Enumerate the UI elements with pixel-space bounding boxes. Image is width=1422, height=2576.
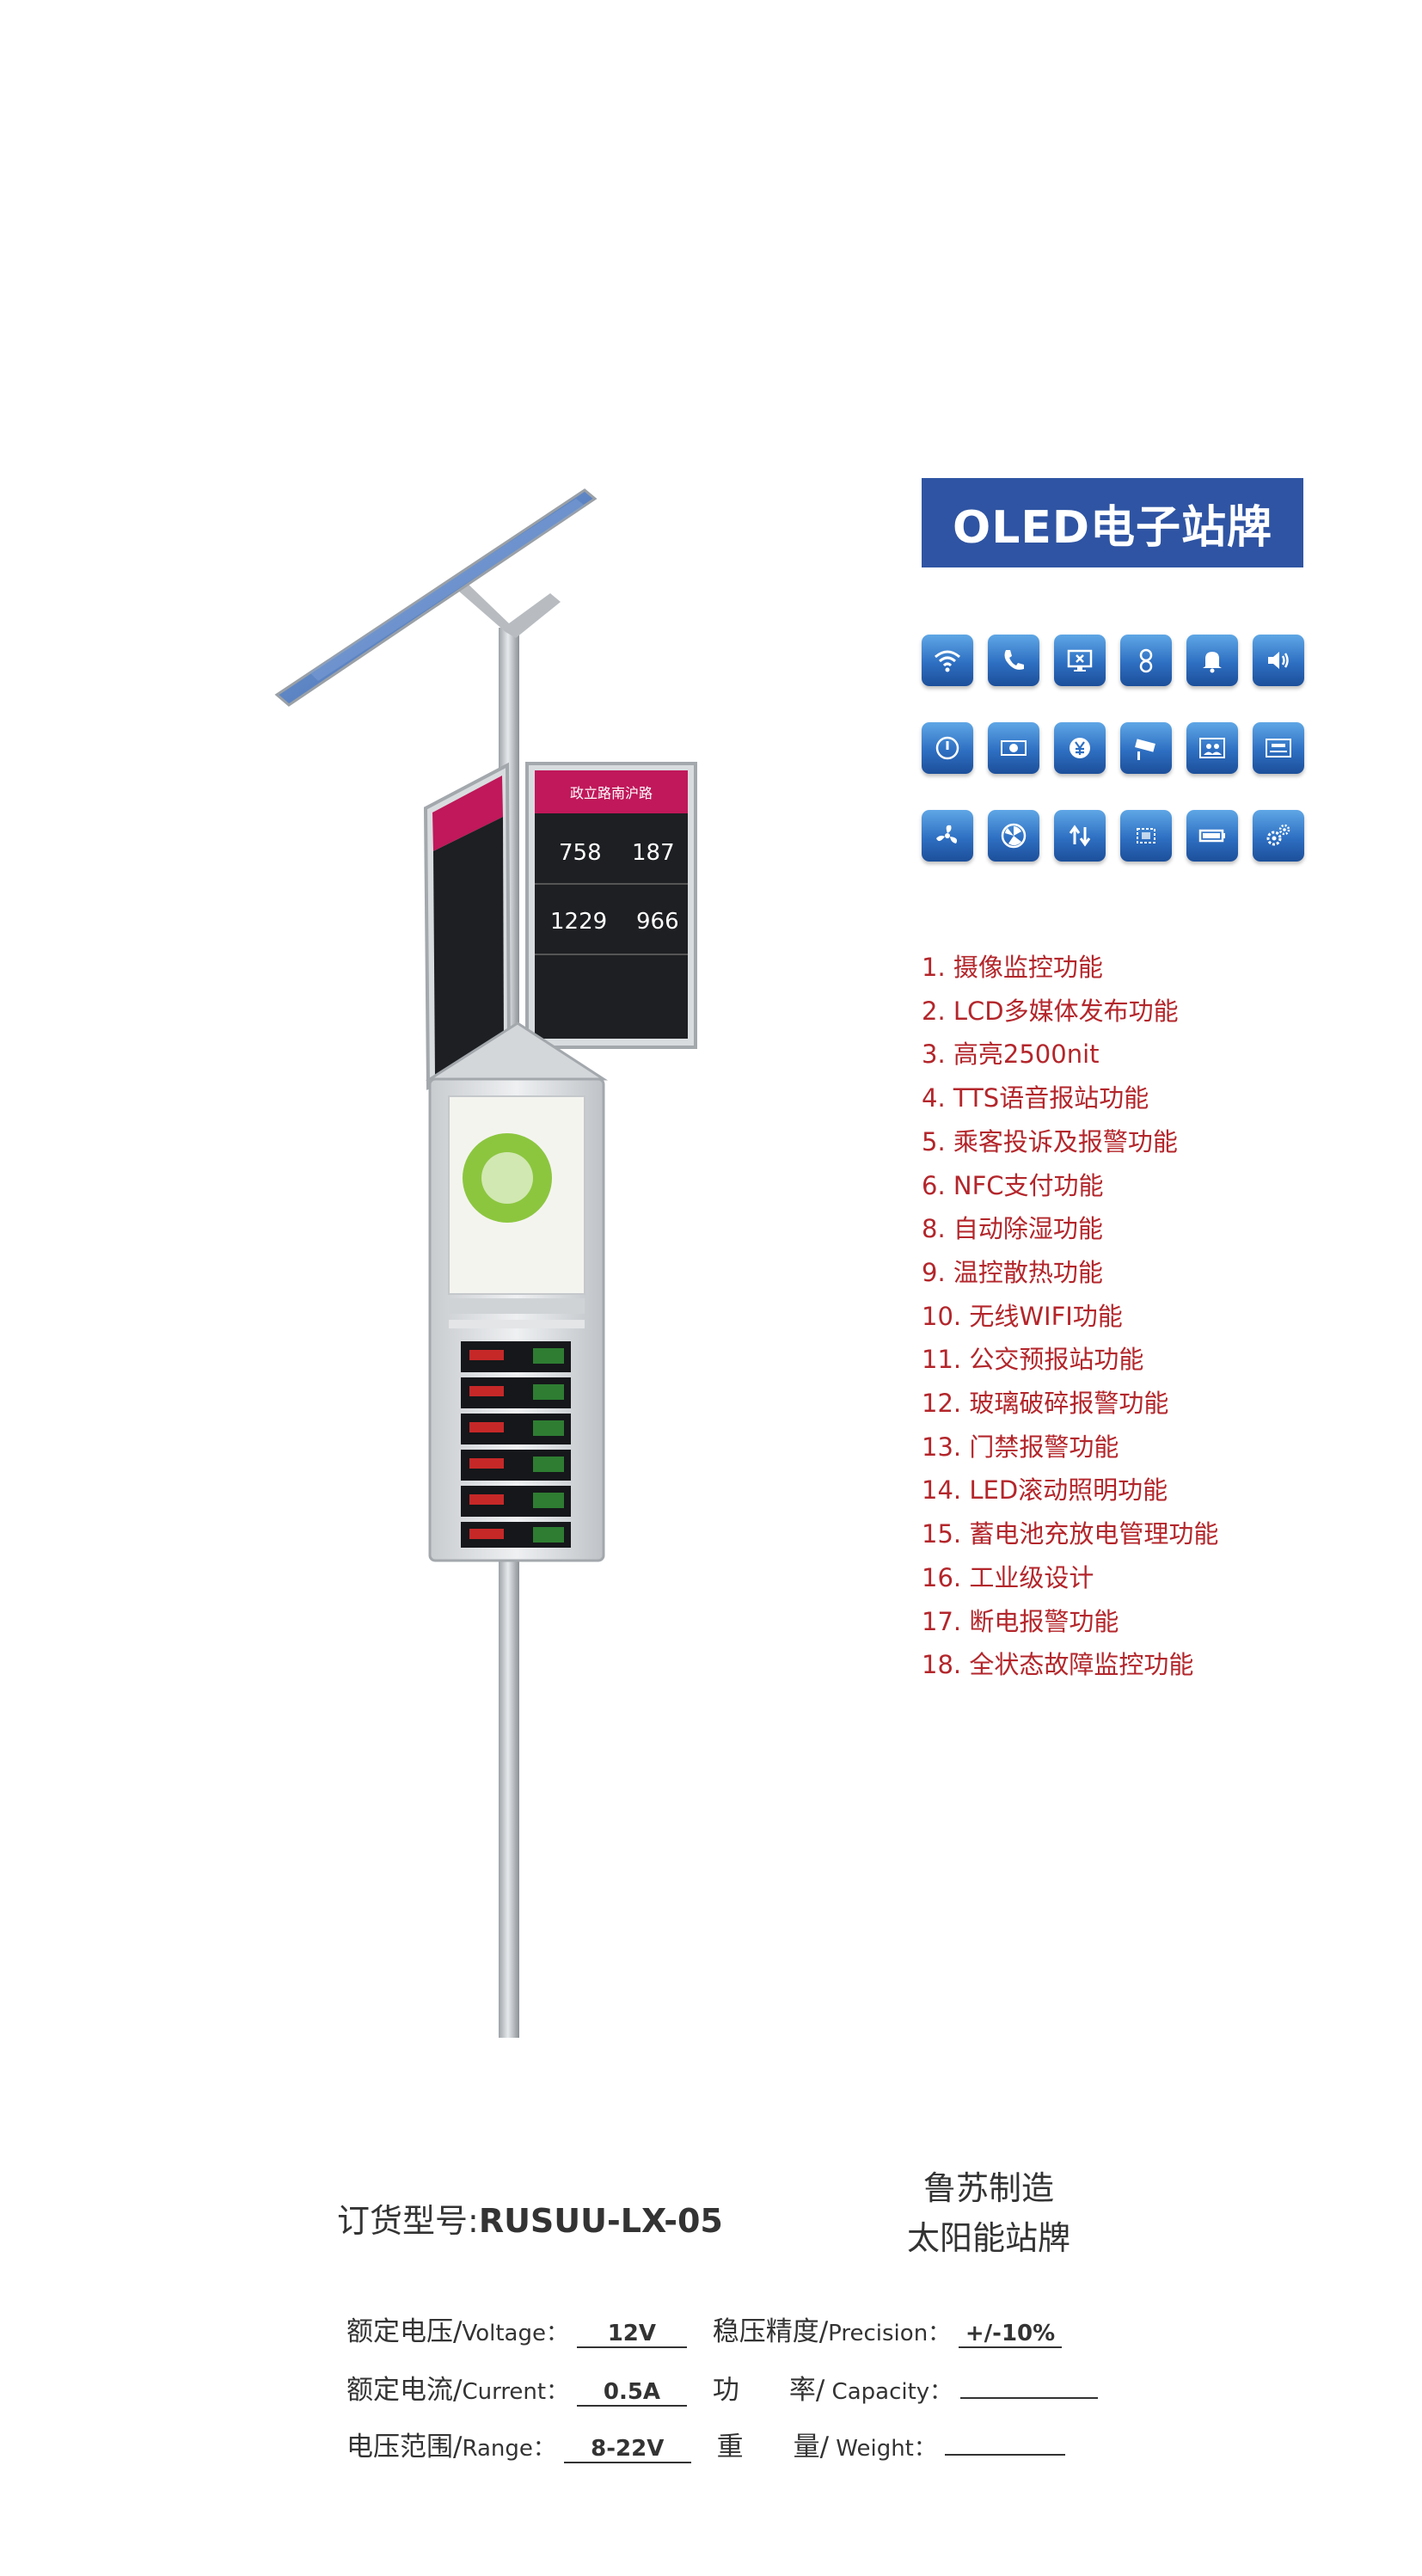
list-item: 12. 玻璃破碎报警功能 xyxy=(922,1389,1169,1419)
battery-icon xyxy=(1186,810,1238,862)
list-item: 13. 门禁报警功能 xyxy=(922,1432,1119,1462)
right-sign-header xyxy=(535,770,688,813)
chip-icon xyxy=(1120,810,1172,862)
list-item: 4. TTS语音报站功能 xyxy=(922,1083,1149,1113)
right-sign-screen xyxy=(535,813,688,1039)
sign-number-3: 1229 xyxy=(550,909,607,935)
spec-capacity-label-2: 率/ xyxy=(788,2375,825,2406)
order-model-value: RUSUU-LX-05 xyxy=(478,2202,723,2240)
spec-precision-label-en: Precision： xyxy=(828,2321,951,2346)
feature-icon-grid xyxy=(922,635,1305,862)
left-sign-header xyxy=(432,776,503,851)
cctv-icon xyxy=(1120,722,1172,774)
right-sign-title: 政立路南沪路 xyxy=(570,785,653,801)
monitor-icon xyxy=(1054,635,1106,686)
spec-precision-label: 稳压精度/ xyxy=(712,2316,829,2347)
list-item: 1. 摄像监控功能 xyxy=(922,953,1103,982)
spec-capacity-value xyxy=(960,2397,1099,2399)
spec-weight-label-2: 量/ xyxy=(793,2432,830,2463)
spec-weight-value xyxy=(944,2454,1065,2456)
solar-arm xyxy=(451,580,561,638)
spec-row-current: 额定电流/Current： 0.5A 功 率/ Capacity： xyxy=(346,2368,1099,2407)
power-plug-icon xyxy=(922,722,973,774)
phone-icon xyxy=(988,635,1039,686)
maker-info: 鲁苏制造 太阳能站牌 xyxy=(886,2163,1092,2263)
maker-line-2: 太阳能站牌 xyxy=(906,2219,1070,2257)
sign-number-1: 758 xyxy=(559,840,602,866)
spec-weight-label-1: 重 xyxy=(716,2432,744,2463)
people-icon xyxy=(1186,722,1238,774)
camera-box-icon xyxy=(988,722,1039,774)
spec-row-voltage: 额定电压/Voltage： 12V 稳压精度/Precision： +/-10% xyxy=(346,2309,1063,2348)
solar-bus-stop-illustration: 政立路南沪路 758 187 1229 966 xyxy=(274,488,697,2038)
sign-number-2: 187 xyxy=(632,840,675,866)
page-title-badge: OLED电子站牌 xyxy=(922,478,1303,567)
spec-current-label-en: Current： xyxy=(462,2379,569,2405)
spec-row-range: 电压范围/Range： 8-22V 重 量/ Weight： xyxy=(346,2425,1065,2463)
spec-voltage-label-en: Voltage： xyxy=(462,2321,568,2346)
list-item: 2. LCD多媒体发布功能 xyxy=(922,996,1179,1026)
map-pin-icon xyxy=(1120,635,1172,686)
list-item: 16. 工业级设计 xyxy=(922,1562,1094,1592)
spec-range-label-en: Range： xyxy=(462,2436,555,2462)
wifi-icon xyxy=(922,635,973,686)
yen-icon xyxy=(1054,722,1106,774)
list-item: 14. LED滚动照明功能 xyxy=(922,1475,1168,1506)
maker-line-1: 鲁苏制造 xyxy=(922,2169,1054,2207)
list-item: 9. 温控散热功能 xyxy=(922,1257,1103,1287)
spec-current-label: 额定电流/ xyxy=(346,2375,463,2406)
list-item: 17. 断电报警功能 xyxy=(922,1606,1119,1636)
list-item: 11. 公交预报站功能 xyxy=(922,1345,1144,1375)
spec-precision-value: +/-10% xyxy=(959,2321,1063,2348)
list-item: 5. 乘客投诉及报警功能 xyxy=(922,1126,1178,1156)
speaker-icon xyxy=(1253,635,1304,686)
list-item: 3. 高亮2500nit xyxy=(922,1040,1100,1070)
left-sign-screen xyxy=(433,817,504,1077)
spec-capacity-label-1: 功 xyxy=(712,2375,739,2406)
gears-icon xyxy=(1253,810,1304,862)
cabinet-led-rows xyxy=(461,1341,571,1548)
sign-number-4: 966 xyxy=(636,909,679,935)
spec-range-value: 8-22V xyxy=(563,2436,691,2463)
bell-icon xyxy=(1186,635,1238,686)
exhaust-fan-icon xyxy=(988,810,1039,862)
display-panel-icon xyxy=(1253,722,1304,774)
list-item: 18. 全状态故障监控功能 xyxy=(922,1650,1194,1680)
list-item: 6. NFC支付功能 xyxy=(922,1170,1104,1200)
list-item: 8. 自动除湿功能 xyxy=(922,1214,1103,1244)
spec-voltage-value: 12V xyxy=(576,2321,687,2348)
spec-current-value: 0.5A xyxy=(576,2379,687,2407)
spec-weight-label-en: Weight： xyxy=(829,2436,936,2462)
spec-voltage-label: 额定电压/ xyxy=(346,2316,463,2347)
order-model: 订货型号:RUSUU-LX-05 xyxy=(337,2194,723,2242)
list-item: 10. 无线WIFI功能 xyxy=(922,1301,1123,1331)
updown-arrows-icon xyxy=(1054,810,1106,862)
spec-capacity-label-en: Capacity： xyxy=(824,2379,953,2405)
feature-list: 1. 摄像监控功能 2. LCD多媒体发布功能 3. 高亮2500nit 4. … xyxy=(922,946,1218,1687)
order-model-label: 订货型号: xyxy=(337,2202,479,2240)
fan-icon xyxy=(922,810,973,862)
list-item: 15. 蓄电池充放电管理功能 xyxy=(922,1519,1219,1549)
spec-range-label: 电压范围/ xyxy=(346,2432,463,2463)
